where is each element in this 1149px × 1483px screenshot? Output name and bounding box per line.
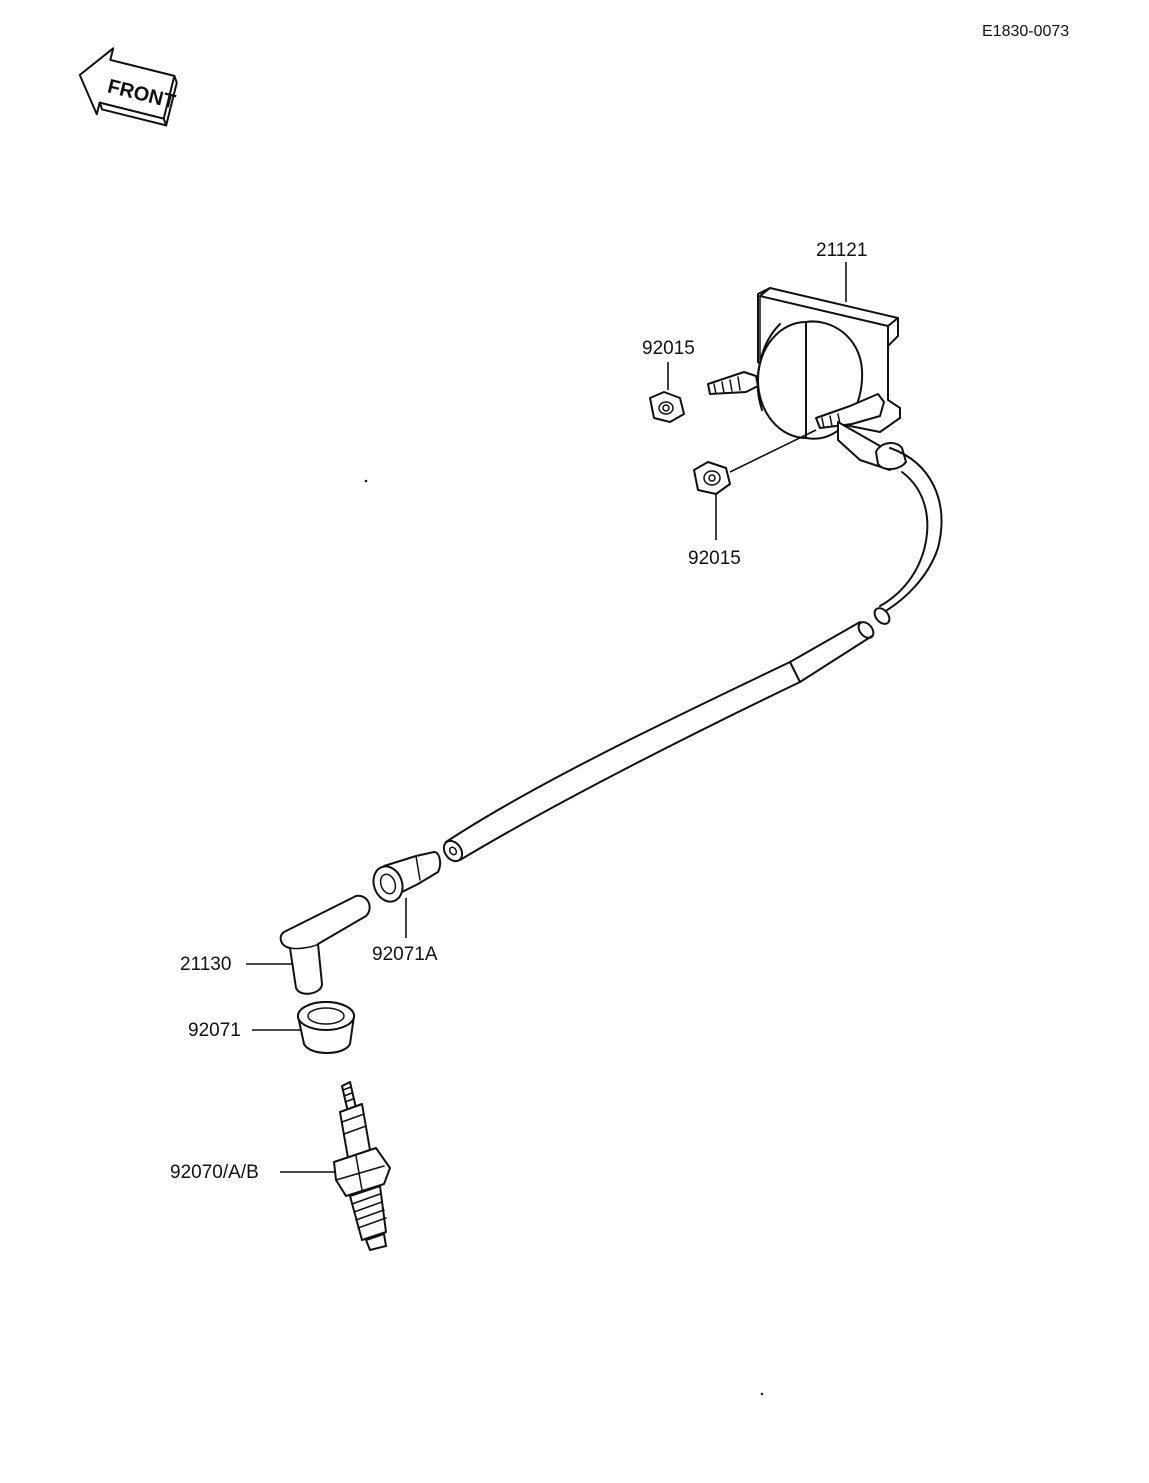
scan-speck [364,479,368,483]
boot-seal[interactable] [297,1001,355,1054]
diagram-code: E1830-0073 [982,23,1069,40]
spark-plug[interactable] [333,1081,391,1251]
high-tension-lead [442,447,943,863]
label-92015-lower: 92015 [688,548,741,569]
front-arrow-icon: FRONT [78,47,178,127]
cap-seal[interactable] [369,851,442,906]
label-92071A: 92071A [372,944,438,965]
spark-plug-cap[interactable] [279,894,371,995]
label-92070-A-B: 92070/A/B [170,1162,259,1183]
label-21130: 21130 [180,954,231,975]
nut-upper[interactable] [649,391,685,423]
label-92071: 92071 [188,1020,241,1041]
ignition-coil[interactable] [707,287,907,471]
label-21121: 21121 [816,240,867,261]
label-92015-upper: 92015 [642,338,695,359]
nut-lower[interactable] [693,461,731,495]
scan-speck [760,1392,764,1396]
